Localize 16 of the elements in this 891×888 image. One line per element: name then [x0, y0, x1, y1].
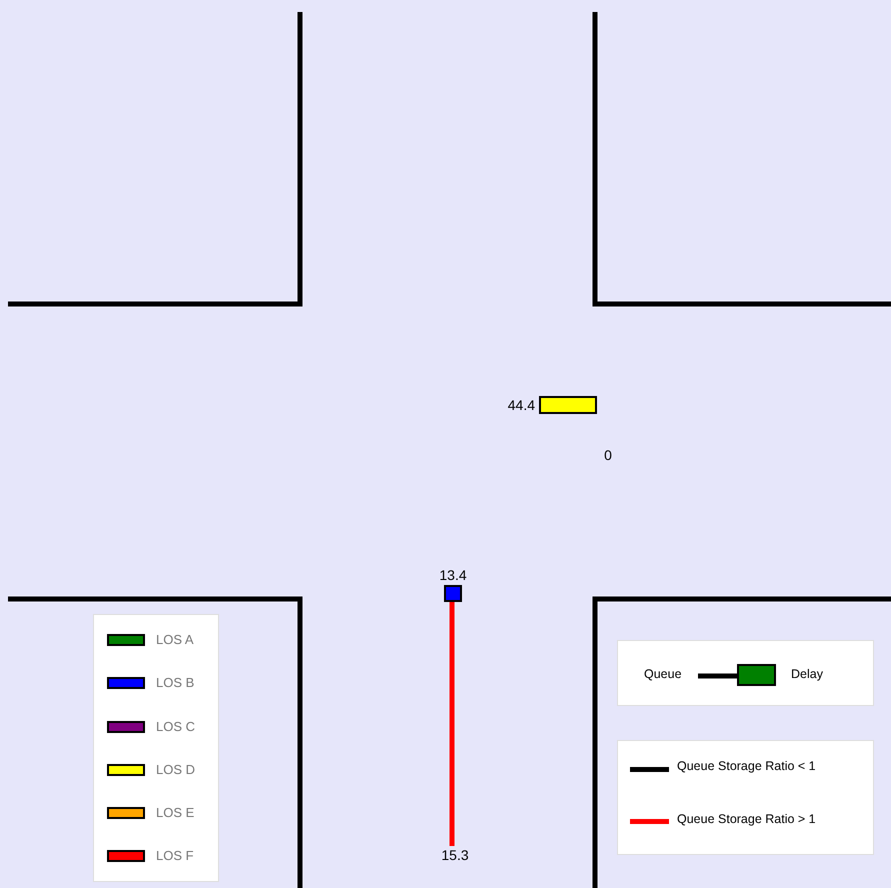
- delay-bar: [444, 585, 462, 602]
- legend-label: LOS D: [156, 762, 196, 778]
- legend-label: Queue Storage Ratio > 1: [677, 811, 816, 827]
- queue-value: 0: [604, 447, 612, 463]
- legend-label: Queue Storage Ratio < 1: [677, 758, 816, 774]
- legend-label: LOS B: [156, 675, 194, 691]
- legend-label: Delay: [791, 666, 823, 682]
- delay-bar: [539, 396, 597, 414]
- legend-label: Queue: [644, 666, 682, 682]
- legend-label: LOS E: [156, 805, 194, 821]
- legend-label: LOS A: [156, 632, 194, 648]
- delay-value: 44.4: [508, 397, 535, 413]
- queue-value: 15.3: [441, 847, 469, 863]
- legend-label: LOS C: [156, 719, 196, 735]
- delay-value: 13.4: [439, 567, 467, 583]
- legend-label: LOS F: [156, 848, 194, 864]
